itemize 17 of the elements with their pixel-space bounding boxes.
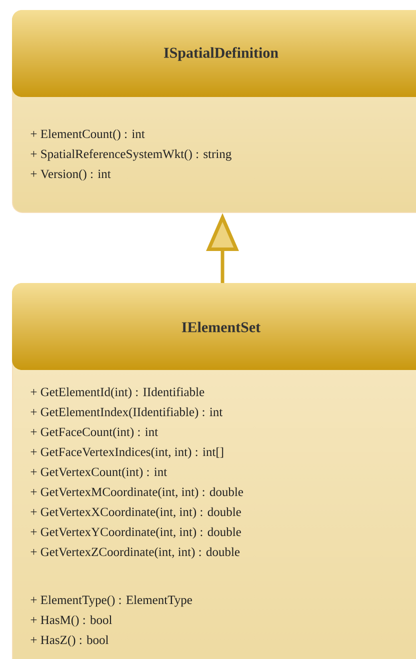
operation-text: + GetElementIndex(IIdentifiable) : int [30,407,223,419]
operation-text: + GetVertexYCoordinate(int, int) : double [30,527,241,539]
operation-text: + GetVertexXCoordinate(int, int) : double [30,507,241,519]
operation-text: + HasZ() : bool [30,635,108,647]
operation-text: + ElementCount() : int [30,129,145,141]
operation-text: + SpatialReferenceSystemWkt() : string [30,149,232,161]
operation-text: + Version() : int [30,169,111,181]
operation-text: + GetVertexZCoordinate(int, int) : double [30,547,240,559]
operation-text: + GetVertexMCoordinate(int, int) : double [30,487,244,499]
operation-text: + ElementType() : ElementType [30,595,192,607]
class-name: IElementSet [182,322,260,332]
operation-text: + GetVertexCount(int) : int [30,467,168,479]
class-name: ISpatialDefinition [164,47,278,61]
operation-text: + GetFaceVertexIndices(int, int) : int[] [30,447,224,459]
operation-text: + GetFaceCount(int) : int [30,427,158,439]
operation-text: + GetElementId(int) : IIdentifiable [30,387,204,399]
operation-text: + HasM() : bool [30,615,112,627]
